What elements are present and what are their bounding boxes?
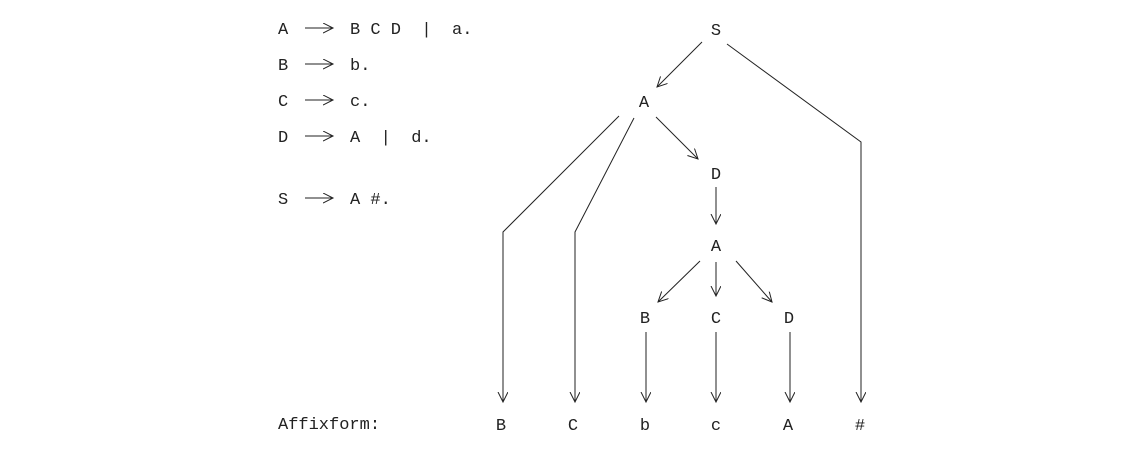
leaf-6: #: [855, 417, 865, 436]
rule-4-lhs: D: [278, 129, 289, 148]
leaf-1: B: [496, 417, 506, 436]
node-d: D: [711, 166, 721, 185]
edge-a-d: [655, 116, 698, 159]
node-b: B: [640, 310, 650, 329]
rule-3-rhs: c.: [350, 93, 371, 112]
node-a-inner: A: [711, 238, 722, 257]
edge-a-b: [503, 115, 620, 402]
rule-3-lhs: C: [278, 93, 289, 112]
rule-arrows: [305, 28, 333, 198]
rule-5-rhs: A #.: [350, 191, 391, 210]
edge-a2-d: [735, 260, 772, 302]
rule-1-lhs: A: [278, 21, 289, 40]
leaf-5: A: [783, 417, 794, 436]
node-d-inner: D: [784, 310, 794, 329]
edge-s-hash: [726, 43, 861, 402]
edge-a2-b: [658, 260, 701, 302]
rule-2-rhs: b.: [350, 57, 371, 76]
affixform-label: Affixform:: [278, 416, 381, 435]
rule-5-lhs: S: [278, 191, 289, 210]
affix-leaves: B C b c A #: [496, 417, 865, 436]
tree-nodes: S A D A B C D: [639, 22, 794, 329]
leaf-3: b: [640, 417, 650, 436]
leaf-4: c: [711, 417, 721, 436]
node-c: C: [711, 310, 721, 329]
node-a: A: [639, 94, 650, 113]
tree-edges: [503, 41, 861, 402]
node-s: S: [711, 22, 721, 41]
rule-2-lhs: B: [278, 57, 289, 76]
leaf-2: C: [568, 417, 578, 436]
rule-1-rhs: B C D | a.: [350, 21, 473, 40]
rule-4-rhs: A | d.: [350, 129, 432, 148]
edge-s-a: [657, 41, 703, 87]
edge-a-c: [575, 117, 635, 402]
